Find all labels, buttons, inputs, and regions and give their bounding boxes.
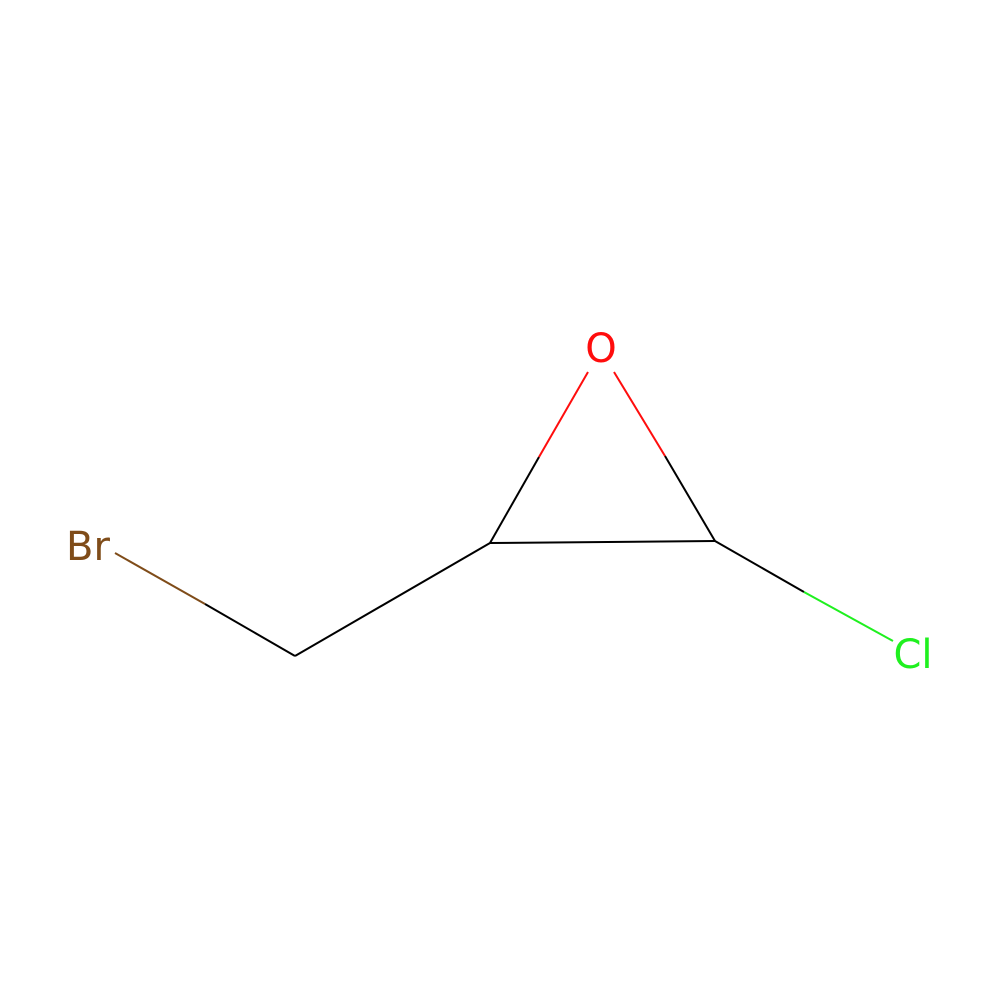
bond-br-ch2-br-half <box>114 552 206 605</box>
bond-o-c3-o-half <box>613 371 666 457</box>
bonds <box>114 371 894 657</box>
bond-br-ch2-c-half <box>204 603 296 657</box>
atom-labels: Br O Cl <box>66 326 932 678</box>
bond-c2-o-c-half <box>489 456 540 544</box>
bond-ch2-c2 <box>294 542 491 657</box>
atom-o-label: O <box>585 326 616 372</box>
bond-c3-cl-c-half <box>714 540 805 593</box>
atom-cl-label: Cl <box>893 632 932 678</box>
bond-c2-c3 <box>489 540 716 544</box>
bond-o-c3-c-half <box>664 455 716 542</box>
bond-c2-o-o-half <box>538 371 589 458</box>
bond-c3-cl-cl-half <box>803 591 894 642</box>
atom-br-label: Br <box>66 524 110 570</box>
